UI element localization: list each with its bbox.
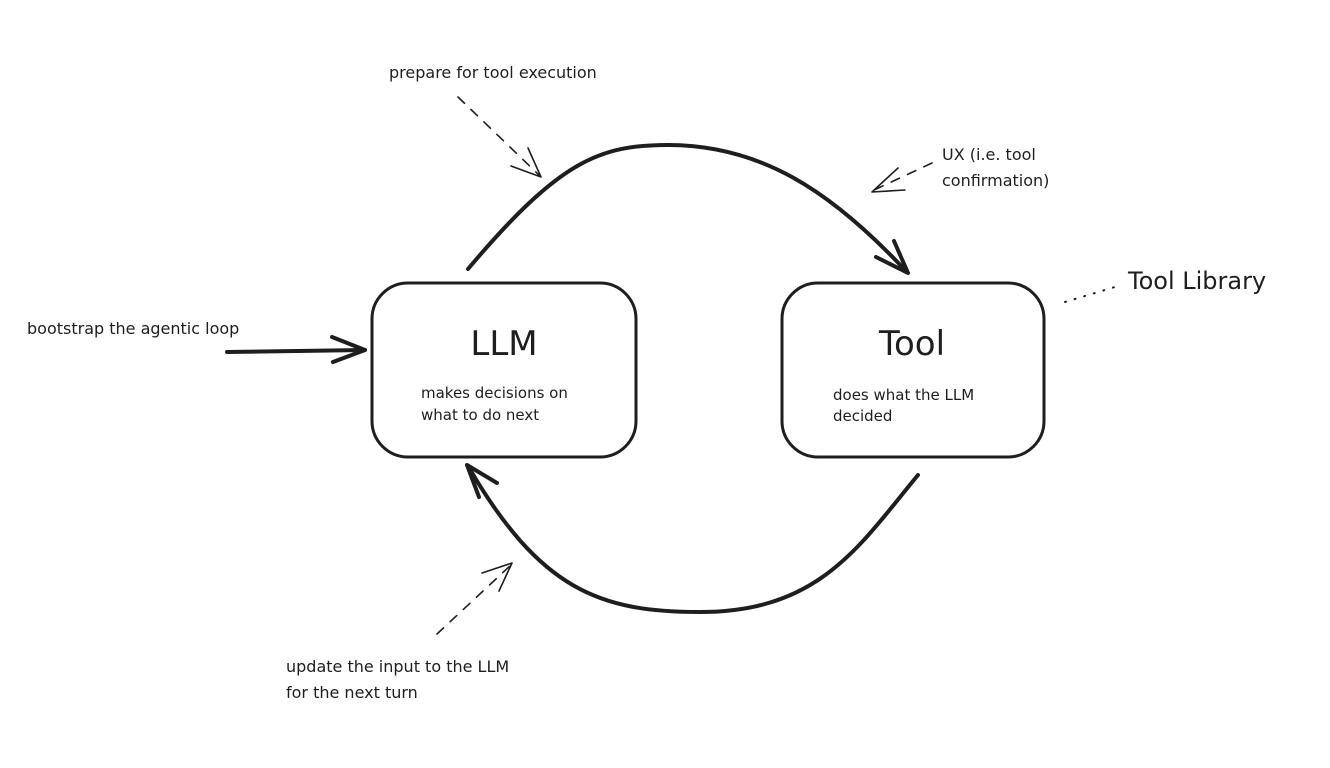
llm-node-description-line-1: makes decisions on [421,384,568,402]
tool-node [780,281,1046,459]
update-annotation-line-2: for the next turn [286,683,418,702]
prepare-dashed-arrow [457,96,541,177]
ux-annotation-line-2: confirmation) [942,171,1049,190]
update-arrowhead [481,562,513,592]
tool-to-llm-arrow [466,464,920,614]
tool-node-description-line-2: decided [833,407,892,425]
llm-to-tool-arrow [466,143,907,272]
update-dashed-arrow [436,563,513,635]
tool-node-title: Tool [878,324,945,364]
tool-library-label: Tool Library [1127,267,1266,295]
llm-node-title: LLM [470,324,537,364]
llm-node-description-line-2: what to do next [421,406,539,424]
tool-to-llm-arrowhead [465,463,499,499]
llm-to-tool-arrowhead [874,239,910,275]
ux-arrowhead [871,167,906,193]
llm-node [370,281,638,459]
update-annotation-line-1: update the input to the LLM [286,657,509,676]
bootstrap-annotation: bootstrap the agentic loop [27,319,239,338]
tool-library-dotted-line [1064,286,1116,303]
prepare-annotation: prepare for tool execution [389,63,597,82]
ux-dashed-arrow [871,162,933,192]
bootstrap-arrow [225,348,367,354]
bootstrap-arrowhead [330,335,367,364]
tool-node-description-line-1: does what the LLM [833,386,974,404]
ux-annotation-line-1: UX (i.e. tool [942,145,1036,164]
prepare-arrowhead [510,147,542,178]
